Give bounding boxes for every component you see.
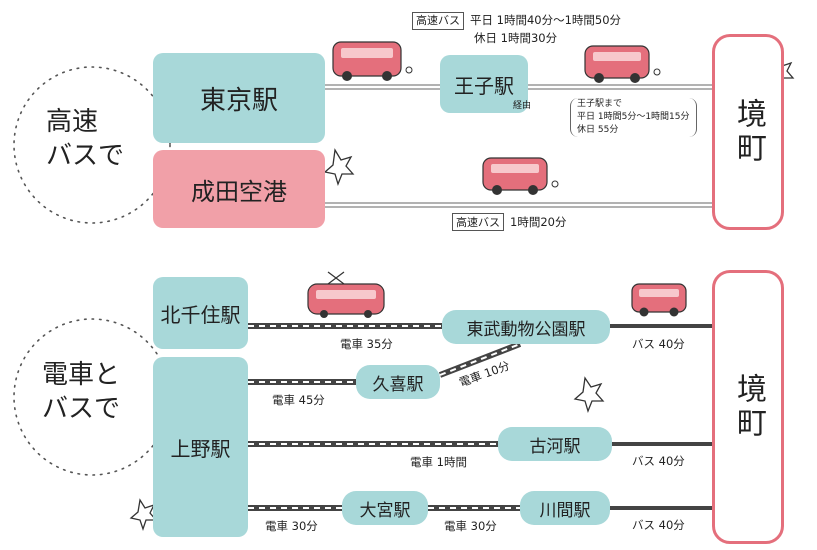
destination-label: 境町 — [731, 98, 766, 166]
destination-label: 境町 — [731, 373, 766, 441]
time-ueno-omiya: 電車 30分 — [265, 519, 318, 533]
destination-sakaimachi-lower[interactable]: 境町 — [712, 270, 784, 544]
circle-label-line: 高速 — [46, 107, 99, 137]
circle-label-line: 電車と — [42, 360, 121, 390]
time-kawama-bus: バス 40分 — [632, 518, 685, 532]
bus-lines-upper — [325, 84, 714, 208]
weekday-time: 平日 1時間40分～1時間50分 — [470, 13, 622, 27]
bus-icon — [584, 45, 661, 83]
circle-label-line: バスで — [42, 394, 121, 424]
bus-icon — [332, 41, 413, 81]
holiday-time: 休日 1時間30分 — [474, 31, 558, 45]
bus-icon — [631, 283, 687, 317]
highway-bus-tag: 高速バス — [412, 12, 464, 30]
time-koga-bus: バス 40分 — [632, 454, 685, 468]
station-oji[interactable]: 王子駅 — [440, 55, 528, 113]
station-koga[interactable]: 古河駅 — [498, 427, 612, 461]
oji-note-weekday: 平日 1時間5分～1時間15分 — [577, 112, 690, 122]
time-omiya-kawama: 電車 30分 — [444, 519, 497, 533]
station-kawama[interactable]: 川間駅 — [520, 491, 610, 525]
station-narita[interactable]: 成田空港 — [153, 150, 325, 228]
station-tobu-dobutsu-koen[interactable]: 東武動物公園駅 — [442, 310, 610, 344]
station-tokyo[interactable]: 東京駅 — [153, 53, 325, 143]
train-icon — [307, 271, 385, 318]
circle-label-line: バスで — [46, 141, 125, 171]
oji-note-title: 王子駅まで — [577, 99, 623, 109]
time-kitasenju-tobu: 電車 35分 — [340, 337, 393, 351]
bus-icon — [482, 157, 559, 195]
station-ueno[interactable]: 上野駅 — [153, 357, 248, 537]
highway-bus-tag: 高速バス — [452, 213, 504, 231]
upper-circle-label: 高速 バスで — [46, 105, 124, 173]
station-kuki[interactable]: 久喜駅 — [356, 365, 440, 399]
destination-sakaimachi-upper[interactable]: 境町 — [712, 34, 784, 230]
time-ueno-koga: 電車 1時間 — [410, 455, 467, 469]
lower-circle-label: 電車と バスで — [42, 358, 120, 426]
narita-time: 1時間20分 — [510, 215, 567, 229]
narita-bus-time: 高速バス 1時間20分 — [452, 213, 566, 231]
oji-note-holiday: 休日 55分 — [577, 125, 619, 135]
oji-note: 王子駅まで 平日 1時間5分～1時間15分 休日 55分 — [570, 98, 697, 137]
bus-lines-lower — [610, 324, 714, 510]
tokyo-bus-times: 高速バス平日 1時間40分～1時間50分 休日 1時間30分 — [412, 12, 621, 46]
time-ueno-kuki: 電車 45分 — [272, 393, 325, 407]
station-kitasenju[interactable]: 北千住駅 — [153, 277, 248, 349]
station-omiya[interactable]: 大宮駅 — [342, 491, 428, 525]
station-oji-name: 王子駅 — [454, 73, 514, 98]
station-oji-sub: 経由 — [513, 101, 532, 111]
time-tobu-bus: バス 40分 — [632, 337, 685, 351]
upper-dotted-circle — [13, 66, 171, 224]
railway-tracks — [248, 323, 522, 511]
